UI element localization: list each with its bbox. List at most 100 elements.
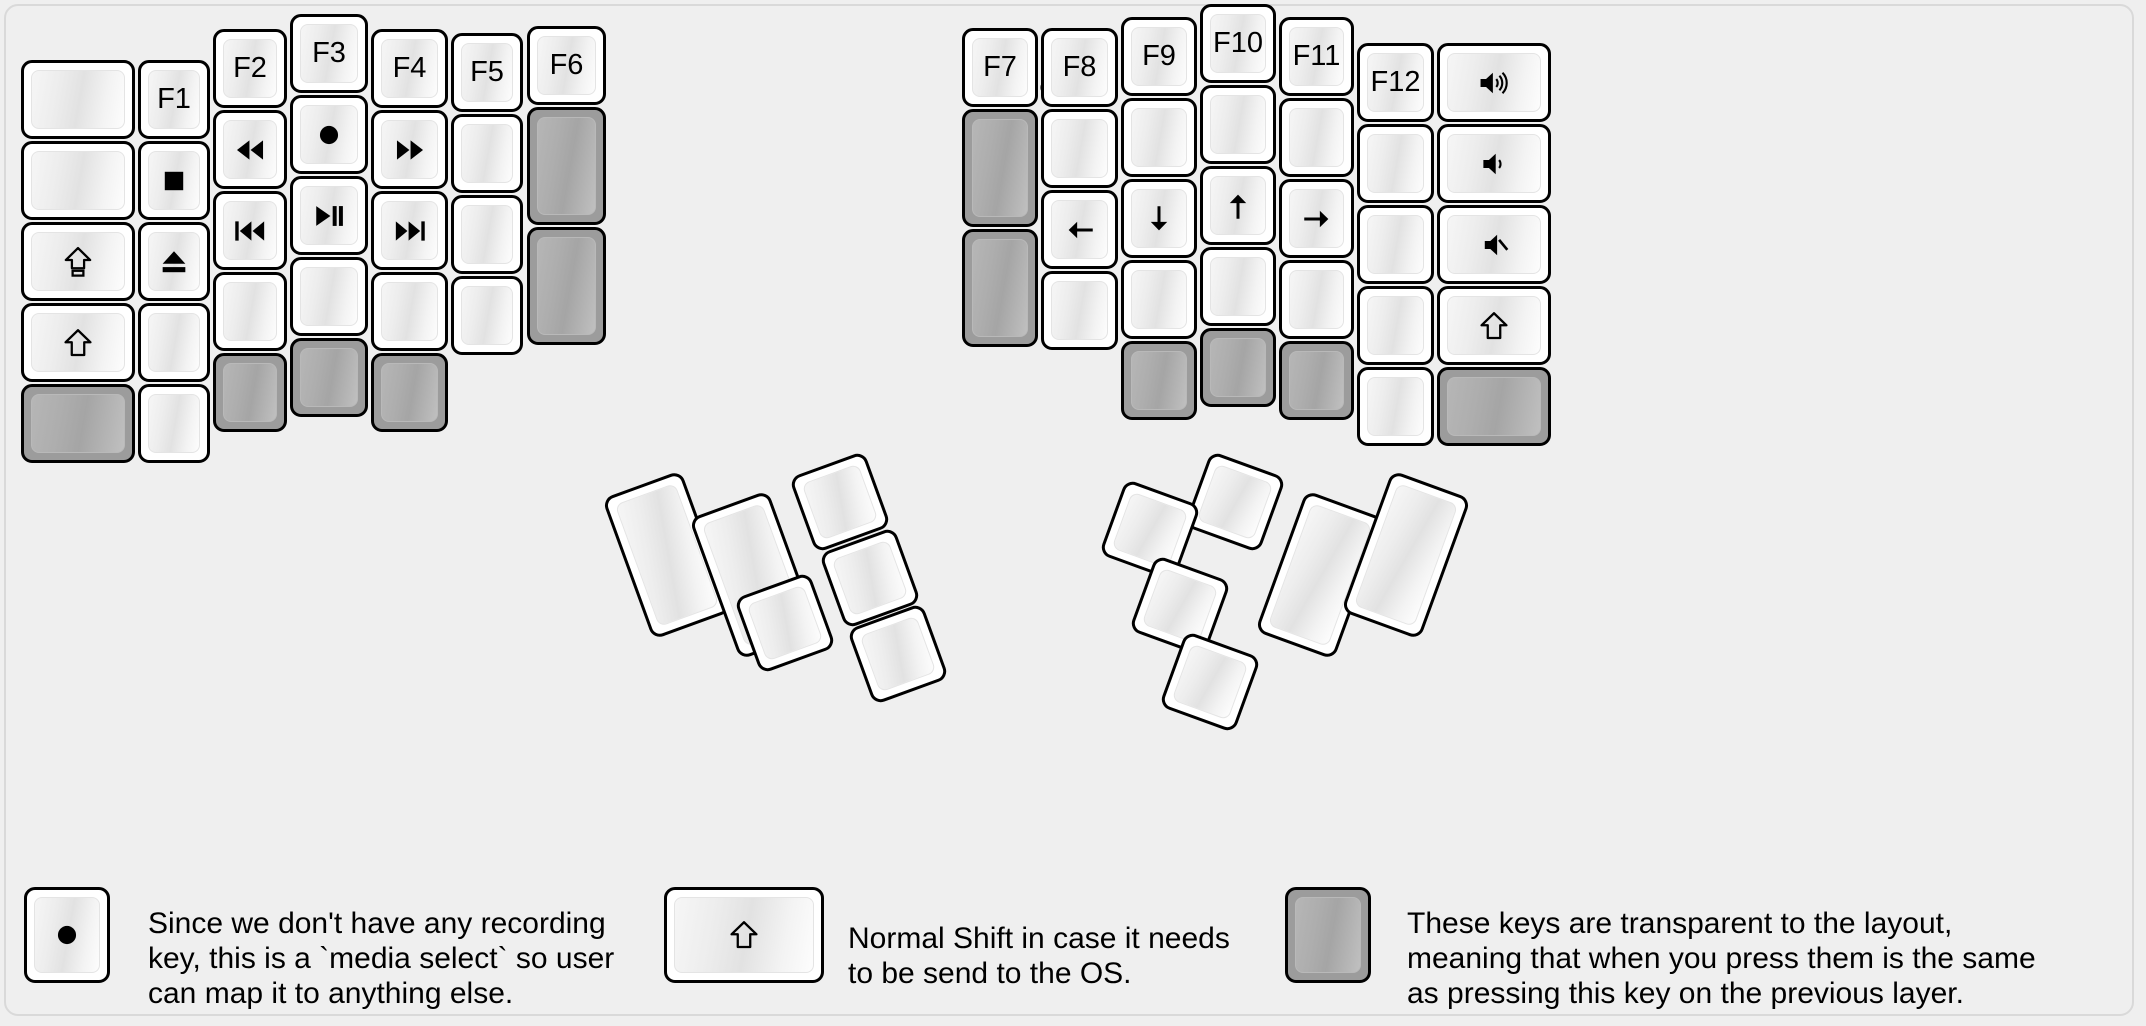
keycap-face	[34, 897, 100, 973]
right-col-f12-key-3[interactable]	[1357, 205, 1434, 284]
right-col-f11-key-4[interactable]	[1279, 260, 1354, 339]
right-col-f9-key-3[interactable]	[1121, 179, 1197, 258]
left-col-f4-key-2[interactable]	[371, 110, 448, 189]
right-col-f8-key-1[interactable]: F8	[1041, 28, 1118, 107]
left-col-f1-key-3[interactable]	[138, 222, 210, 301]
right-col-outer-right-key-1[interactable]	[1437, 43, 1551, 122]
keycap-face	[1367, 134, 1424, 193]
keycap-face	[1210, 14, 1266, 73]
left-col-f3-key-3[interactable]	[290, 176, 368, 255]
right-col-f11-key-3[interactable]	[1279, 179, 1354, 258]
keycap-face	[148, 151, 200, 210]
keycap-face	[223, 201, 277, 260]
legend-media-select-sample-key	[24, 887, 110, 983]
keycap-face	[1367, 296, 1424, 355]
legend-normal-shift-sample-key	[664, 887, 824, 983]
left-col-f3-key-4[interactable]	[290, 257, 368, 336]
left-col-f6-key-2[interactable]	[527, 107, 606, 225]
left-col-outer-key-4[interactable]	[21, 303, 135, 382]
keycap-face	[972, 239, 1028, 337]
left-col-f3-key-1[interactable]: F3	[290, 14, 368, 93]
left-col-f5-key-4[interactable]	[451, 276, 523, 355]
left-col-f2-key-5[interactable]	[213, 353, 287, 432]
right-col-f9-key-5[interactable]	[1121, 341, 1197, 420]
right-col-outer-right-key-4[interactable]	[1437, 286, 1551, 365]
left-col-f4-key-3[interactable]	[371, 191, 448, 270]
keycap-face	[831, 539, 909, 617]
keycap-face	[381, 201, 438, 260]
right-col-f12-key-4[interactable]	[1357, 286, 1434, 365]
left-col-f4-key-1[interactable]: F4	[371, 29, 448, 108]
right-col-f10-key-3[interactable]	[1200, 166, 1276, 245]
keycap-face	[148, 232, 200, 291]
left-col-f6-key-3[interactable]	[527, 227, 606, 345]
right-col-f11-key-2[interactable]	[1279, 98, 1354, 177]
right-col-f8-key-2[interactable]	[1041, 109, 1118, 188]
right-col-outer-right-key-5[interactable]	[1437, 367, 1551, 446]
legend-transparent-keys-sample-key	[1285, 887, 1371, 983]
left-col-f2-key-4[interactable]	[213, 272, 287, 351]
left-col-f3-key-5[interactable]	[290, 338, 368, 417]
right-col-f7-key-1[interactable]: F7	[962, 28, 1038, 107]
left-col-f2-key-2[interactable]	[213, 110, 287, 189]
right-col-f9-key-4[interactable]	[1121, 260, 1197, 339]
keycap-face	[148, 394, 200, 453]
keycap-face	[381, 363, 438, 422]
keycap-face	[1447, 134, 1541, 193]
right-col-f12-key-5[interactable]	[1357, 367, 1434, 446]
keycap-face	[1196, 463, 1274, 541]
right-col-f10-key-1[interactable]: F10	[1200, 4, 1276, 83]
right-col-f10-key-2[interactable]	[1200, 85, 1276, 164]
left-col-f5-key-2[interactable]	[451, 114, 523, 193]
keycap-face	[1210, 176, 1266, 235]
keycap-face	[537, 36, 596, 95]
left-col-outer-key-5[interactable]	[21, 384, 135, 463]
left-col-outer-key-3[interactable]	[21, 222, 135, 301]
left-col-f2-key-3[interactable]	[213, 191, 287, 270]
right-col-f9-key-2[interactable]	[1121, 98, 1197, 177]
right-col-f12-key-1[interactable]: F12	[1357, 43, 1434, 122]
right-col-outer-right-key-3[interactable]	[1437, 205, 1551, 284]
right-col-f8-key-4[interactable]	[1041, 271, 1118, 350]
left-col-f4-key-4[interactable]	[371, 272, 448, 351]
right-col-f11-key-1[interactable]: F11	[1279, 17, 1354, 96]
left-col-f1-key-4[interactable]	[138, 303, 210, 382]
keycap-face	[1447, 215, 1541, 274]
keycap-face	[31, 394, 125, 453]
keycap-face	[537, 117, 596, 215]
right-col-f11-key-5[interactable]	[1279, 341, 1354, 420]
left-col-f3-key-2[interactable]	[290, 95, 368, 174]
right-col-f7-key-3[interactable]	[962, 229, 1038, 347]
keycap-face	[801, 463, 879, 541]
left-col-f1-key-1[interactable]: F1	[138, 60, 210, 139]
keycap-face	[674, 897, 814, 973]
keycap-face	[31, 70, 125, 129]
keycap-face	[148, 313, 200, 372]
right-col-f10-key-5[interactable]	[1200, 328, 1276, 407]
right-col-f12-key-2[interactable]	[1357, 124, 1434, 203]
keycap-face	[461, 205, 513, 264]
keycap-face	[1367, 377, 1424, 436]
right-col-f10-key-4[interactable]	[1200, 247, 1276, 326]
left-col-outer-key-1[interactable]	[21, 60, 135, 139]
keycap-face	[223, 363, 277, 422]
right-col-f8-key-3[interactable]	[1041, 190, 1118, 269]
right-col-outer-right-key-2[interactable]	[1437, 124, 1551, 203]
left-col-f2-key-1[interactable]: F2	[213, 29, 287, 108]
keycap-face	[1051, 200, 1108, 259]
right-col-f9-key-1[interactable]: F9	[1121, 17, 1197, 96]
left-col-f1-key-5[interactable]	[138, 384, 210, 463]
left-col-outer-key-2[interactable]	[21, 141, 135, 220]
left-col-f1-key-2[interactable]	[138, 141, 210, 220]
keycap-face	[1447, 53, 1541, 112]
keycap-face	[300, 105, 358, 164]
keycap-face	[972, 38, 1028, 97]
keycap-face	[31, 151, 125, 210]
keycap-face	[223, 39, 277, 98]
left-col-f5-key-1[interactable]: F5	[451, 33, 523, 112]
left-col-f6-key-1[interactable]: F6	[527, 26, 606, 105]
left-col-f5-key-3[interactable]	[451, 195, 523, 274]
right-col-f7-key-2[interactable]	[962, 109, 1038, 227]
keycap-face	[1289, 270, 1344, 329]
left-col-f4-key-5[interactable]	[371, 353, 448, 432]
